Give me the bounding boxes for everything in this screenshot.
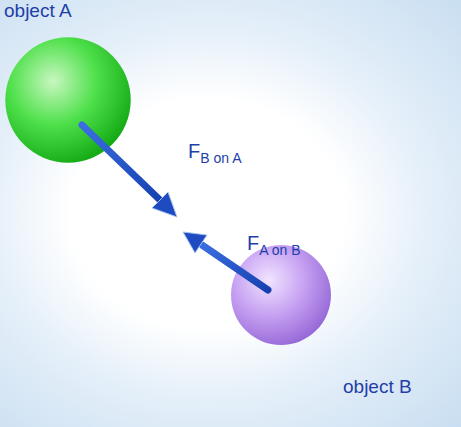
ball-shape [230,244,332,346]
force-symbol: F [247,232,259,254]
force-subscript: B on A [200,150,241,166]
force-symbol: F [188,140,200,162]
object-label: object B [343,376,412,398]
ball: object A [4,36,132,164]
force-label: FB on A [188,140,241,162]
ball: object B [230,244,332,346]
object-label: object A [4,0,72,22]
force-label: FA on B [247,232,300,254]
force-arrow [82,125,177,217]
force-subscript: A on B [259,242,300,258]
ball-shape [4,36,132,164]
